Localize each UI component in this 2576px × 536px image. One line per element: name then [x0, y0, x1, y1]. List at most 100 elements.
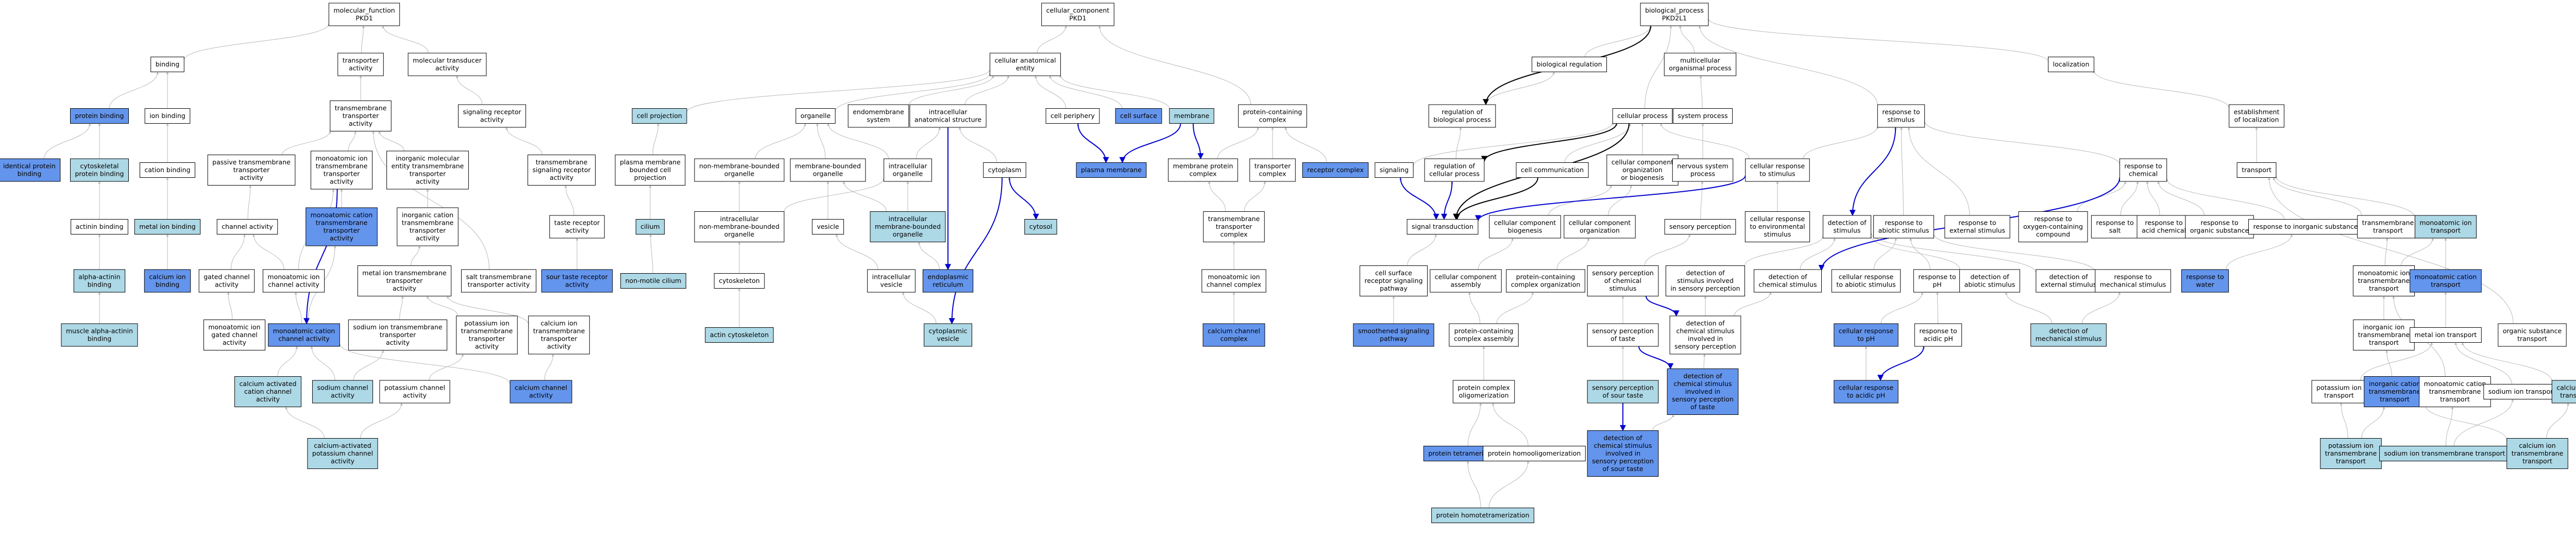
node-box: [1587, 380, 1659, 404]
node-label-line: sodium ion transport: [2488, 388, 2556, 395]
node-box: [1664, 219, 1736, 234]
node-label-line: non-membrane-bounded: [699, 162, 779, 170]
is-a-edge: [958, 127, 997, 163]
node-label-line: complex organization: [1511, 281, 1581, 289]
node-box: [1203, 211, 1265, 242]
go-node-membrane: membrane: [1169, 108, 1214, 124]
is-a-edge: [2461, 342, 2552, 382]
node-label-line: transport: [2369, 339, 2399, 346]
node-label-line: gated channel: [204, 273, 250, 281]
is-a-edge: [2077, 181, 2127, 212]
node-box: [2181, 269, 2229, 293]
node-label-line: response to: [1882, 108, 1920, 116]
node-label-line: projection: [634, 174, 666, 181]
is-a-edge: [784, 178, 886, 212]
node-label-line: PKD1: [1069, 14, 1086, 22]
is-a-edge: [1584, 25, 1652, 57]
go-node-nonmotcil: non-motile cilium: [620, 273, 686, 289]
node-label-line: calcium ion: [540, 320, 577, 327]
part-of-edge: [1441, 181, 1453, 220]
node-label-line: abiotic stimulus: [1878, 227, 1929, 234]
node-box: [1664, 53, 1737, 76]
is-a-edge: [1413, 122, 1614, 166]
is-a-edge: [2157, 181, 2205, 216]
go-node-cellproc: cellular process: [1612, 108, 1673, 124]
node-label-line: membrane: [1174, 112, 1210, 120]
is-a-edge: [247, 185, 252, 220]
is-a-edge: [361, 25, 365, 54]
node-box: [207, 155, 296, 186]
go-node-transport: transport: [2236, 162, 2277, 178]
node-label-line: intracellular: [889, 162, 928, 170]
node-label-line: activity: [223, 339, 247, 346]
is-a-edge: [1059, 75, 1170, 109]
is-a-edge: [1468, 292, 1481, 324]
node-label-line: metal ion transport: [2415, 331, 2477, 339]
node-box: [330, 100, 392, 131]
is-a-edge: [2454, 342, 2512, 384]
node-label-line: salt transmembrane: [466, 273, 531, 281]
node-label-line: cellular component: [1569, 219, 1631, 227]
node-label-line: protein binding: [75, 170, 124, 178]
is-a-edge: [1645, 25, 1672, 109]
node-box: [379, 380, 450, 404]
node-label-line: pathway: [1380, 335, 1408, 343]
node-label-line: involved in: [1688, 335, 1723, 343]
node-label-line: to abiotic stimulus: [1836, 281, 1895, 289]
node-box: [1428, 104, 1496, 128]
node-label-line: vesicle: [880, 281, 902, 289]
is-a-edge: [827, 123, 889, 159]
node-label-line: transmembrane: [402, 219, 454, 227]
node-box: [2048, 57, 2094, 72]
node-label-line: response to: [2186, 273, 2224, 281]
node-label-line: complex: [1190, 170, 1217, 178]
is-a-edge: [294, 292, 302, 324]
node-box: [1249, 158, 1296, 182]
node-label-line: salt: [2109, 227, 2121, 234]
is-a-edge: [2424, 405, 2507, 441]
node-label-line: transporter: [380, 331, 416, 339]
go-node-metalion: metal ion binding: [134, 219, 201, 234]
go-node-cellproj: cell projection: [632, 108, 687, 124]
node-label-line: monoatomic ion: [208, 323, 260, 331]
is-a-edge: [1608, 185, 1633, 216]
node-label-line: inorganic ion: [2363, 323, 2405, 331]
node-label-line: cellular response: [1839, 327, 1894, 335]
node-label-line: sensory perception: [1672, 395, 1734, 403]
node-label-line: binding: [156, 281, 180, 289]
go-node-sysproc: system process: [1672, 108, 1733, 124]
node-box: [1606, 155, 1679, 186]
node-label-line: entity transmembrane: [392, 162, 464, 170]
node-label-line: calcium channel: [1208, 327, 1260, 335]
is-a-edge: [1455, 127, 1462, 159]
node-label-line: monoatomic cation: [2415, 273, 2477, 281]
is-a-edge: [2445, 407, 2454, 446]
node-box: [615, 155, 686, 186]
node-layer: molecular_functionPKD1cellular_component…: [0, 3, 2576, 523]
node-label-line: intracellular: [889, 215, 928, 223]
node-label-line: transporter activity: [468, 281, 530, 289]
go-node-sodiumtm: sodium ion transmembranetransporteractiv…: [348, 320, 448, 350]
go-node-sigtrans: signal transduction: [1406, 219, 1479, 234]
node-label-line: response to: [1885, 219, 1922, 227]
node-box: [2419, 376, 2491, 407]
node-box: [1587, 430, 1659, 477]
node-label-line: sensory perception: [1592, 384, 1654, 392]
node-box: [2137, 215, 2191, 239]
node-box: [1045, 108, 1100, 124]
is-a-edge: [1048, 75, 1123, 109]
node-label-line: acid chemical: [2142, 227, 2186, 234]
is-a-edge: [1800, 238, 1836, 270]
is-a-edge: [1556, 238, 1590, 270]
node-label-line: acidic pH: [1923, 335, 1953, 343]
node-label-line: potassium ion: [2316, 384, 2362, 392]
